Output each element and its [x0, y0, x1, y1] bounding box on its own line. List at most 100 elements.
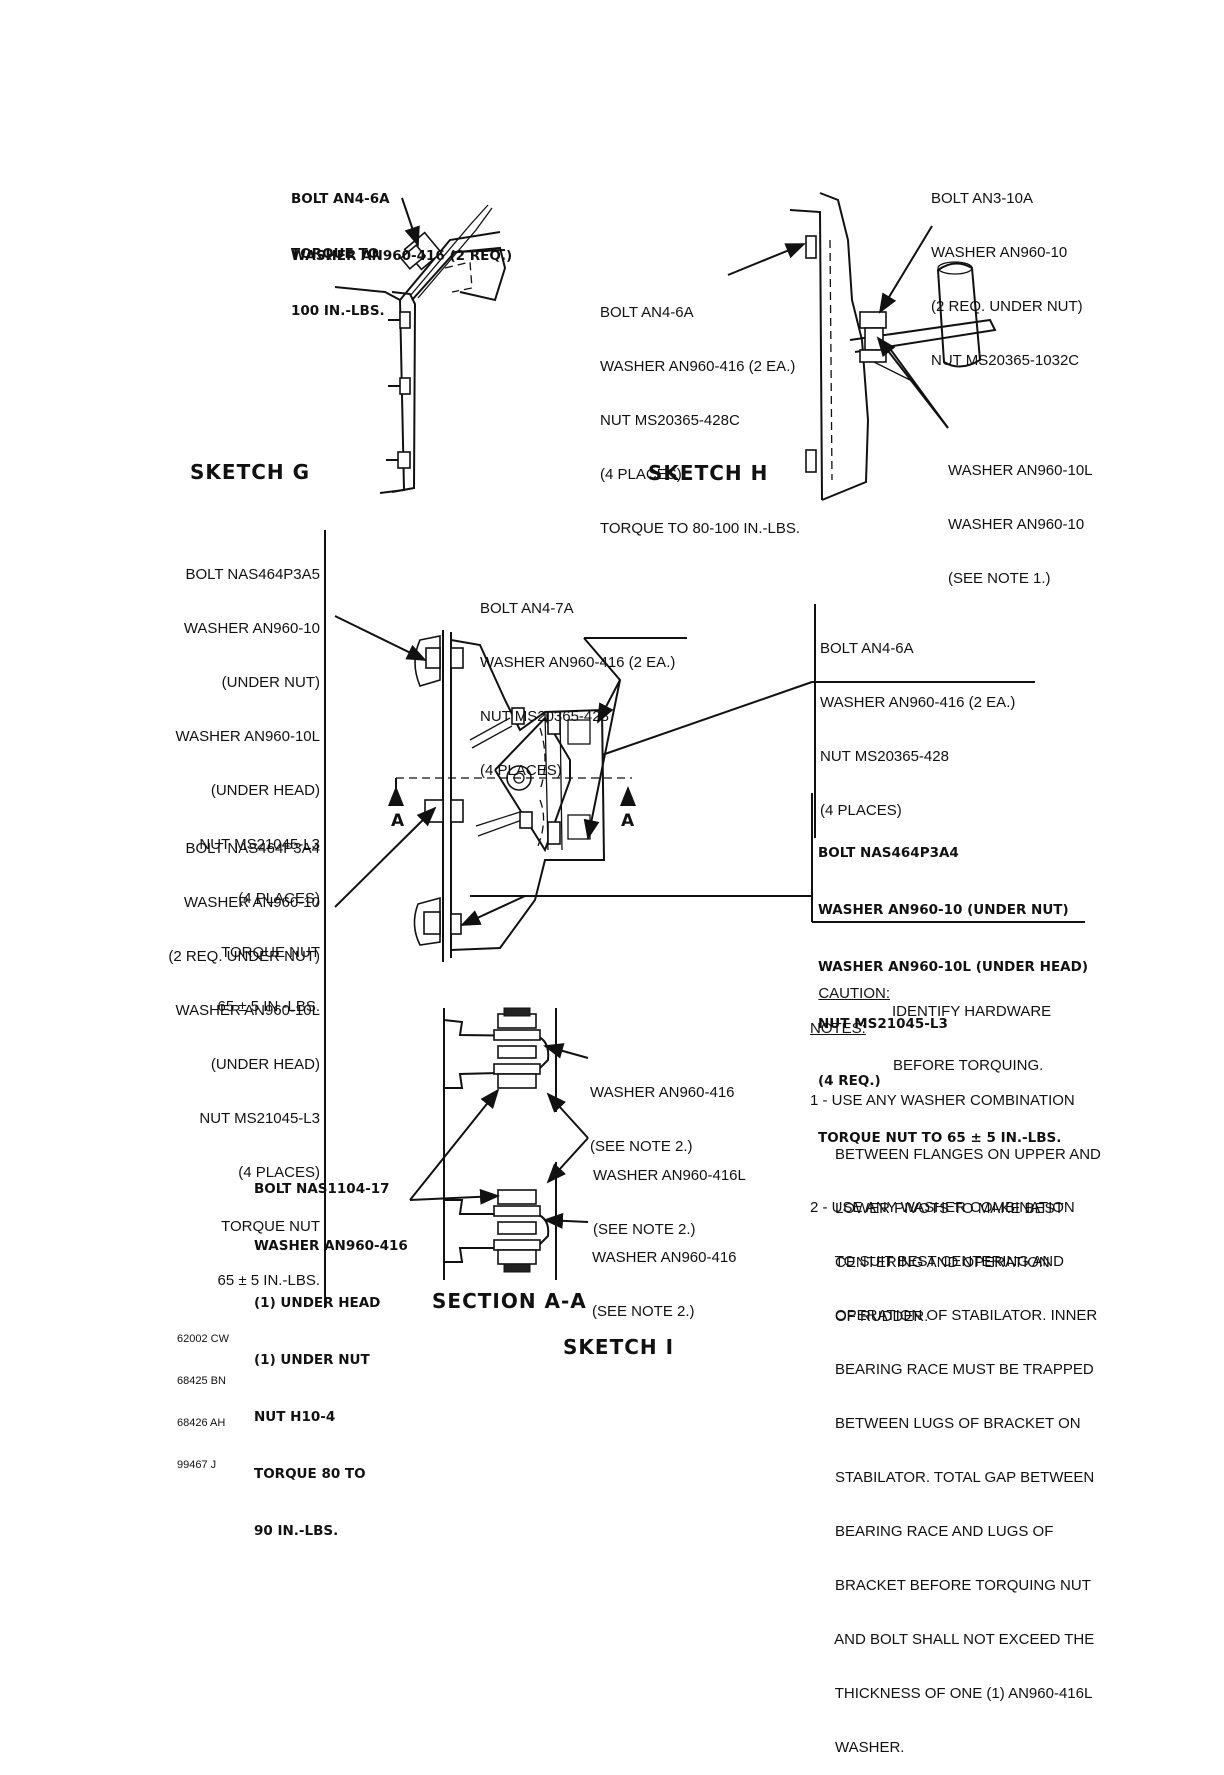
code-line: 62002 CW	[177, 1333, 229, 1345]
callout-line: NUT MS20365-428	[820, 748, 949, 765]
sketch-g-bolt-callout: BOLT AN4-6A WASHER AN960-416 (2 REQ.)	[291, 152, 512, 285]
note-line: LOWER PIVOTS TO MAKE BEST	[810, 1200, 1064, 1217]
callout-line: 65 ± 5 IN.-LBS.	[217, 998, 320, 1015]
callout-line: (UNDER HEAD)	[210, 1056, 320, 1073]
callout-line: WASHER AN960-10	[183, 620, 320, 637]
sketch-g-drawing	[334, 197, 507, 494]
callout-line: (4 PLACES)	[480, 762, 562, 779]
sketch-g-torque-callout: TORQUE TO 100 IN.-LBS.	[291, 207, 385, 340]
sketch-i-right-top-callout: BOLT AN4-6A WASHER AN960-416 (2 EA.) NUT…	[814, 604, 1015, 838]
caution-line-wrap: BEFORE TORQUING.	[892, 1057, 1051, 1075]
section-aa-bolt-callout: BOLT NAS1104-17 WASHER AN960-416 (1) UND…	[254, 1142, 408, 1560]
callout-line: (4 PLACES)	[238, 1164, 320, 1181]
sketch-h-title: SKETCH H	[648, 461, 769, 485]
section-aa-washer-1-callout: WASHER AN960-416 (SEE NOTE 2.)	[590, 1048, 735, 1174]
caution-label: CAUTION:	[810, 967, 890, 1003]
callout-line: 90 IN.-LBS.	[254, 1523, 339, 1539]
callout-line: (4 PLACES)	[820, 802, 902, 819]
sketch-i-center-callout: BOLT AN4-7A WASHER AN960-416 (2 EA.) NUT…	[480, 564, 675, 798]
callout-line: WASHER AN960-416 (2 EA.)	[480, 654, 676, 671]
callout-line: BOLT AN3-10A	[931, 190, 1033, 207]
note-1: 1 - USE ANY WASHER COMBINATION BETWEEN F…	[810, 1056, 1101, 1344]
callout-line: (SEE NOTE 2.)	[592, 1303, 695, 1320]
note-line: THICKNESS OF ONE (1) AN960-416L	[810, 1685, 1093, 1702]
section-marker-left: A	[391, 811, 405, 831]
callout-line: (4 REQ.)	[818, 1073, 881, 1089]
callout-line: (SEE NOTE 2.)	[593, 1221, 696, 1238]
callout-line: BOLT NAS464P3A5	[185, 566, 320, 583]
callout-line: NUT MS21045-L3	[199, 1110, 320, 1127]
callout-line: WASHER AN960-10	[183, 894, 320, 911]
section-aa-washer-3-callout: WASHER AN960-416 (SEE NOTE 2.)	[592, 1213, 737, 1339]
sketch-h-top-callout: BOLT AN3-10A WASHER AN960-10 (2 REQ. UND…	[931, 154, 1083, 388]
sketch-h-bottom-callout: WASHER AN960-10L WASHER AN960-10 (SEE NO…	[948, 426, 1093, 606]
callout-line: WASHER AN960-10L	[948, 462, 1093, 479]
callout-line: 65 ± 5 IN.-LBS.	[217, 1272, 320, 1289]
caution-text: IDENTIFY HARDWARE BEFORE TORQUING.	[892, 967, 1051, 1093]
callout-line: WASHER AN960-416	[592, 1249, 737, 1266]
drawing-codes: 62002 CW 68425 BN 68426 AH 99467 J	[177, 1304, 229, 1486]
callout-line: WASHER AN960-416 (2 REQ.)	[291, 248, 513, 264]
callout-line: WASHER AN960-10	[931, 244, 1068, 261]
callout-line: TORQUE TO 80-100 IN.-LBS.	[600, 520, 801, 537]
note-line: OPERATION OF STABILATOR. INNER	[810, 1307, 1098, 1324]
note-line: 1 - USE ANY WASHER COMBINATION	[810, 1092, 1075, 1109]
note-line: AND BOLT SHALL NOT EXCEED THE	[810, 1631, 1095, 1648]
callout-line: WASHER AN960-10L (UNDER HEAD)	[818, 959, 1088, 975]
callout-line: WASHER AN960-10L	[175, 728, 320, 745]
section-marker-right: A	[621, 811, 635, 831]
callout-line: (1) UNDER HEAD	[254, 1295, 381, 1311]
callout-line: (UNDER NUT)	[221, 674, 320, 691]
callout-line: WASHER AN960-10	[948, 516, 1085, 533]
note-line: BEARING RACE AND LUGS OF	[810, 1523, 1054, 1540]
callout-line: (4 PLACES)	[238, 890, 320, 907]
callout-line: WASHER AN960-10 (UNDER NUT)	[818, 902, 1069, 918]
caution-line: BEFORE TORQUING.	[893, 1057, 1044, 1074]
sketch-i-title: SKETCH I	[563, 1335, 675, 1359]
callout-line: 100 IN.-LBS.	[291, 303, 385, 319]
callout-line: BOLT NAS1104-17	[254, 1181, 390, 1197]
callout-line: WASHER AN960-416	[254, 1238, 408, 1254]
note-line: OF RUDDER.	[810, 1308, 929, 1325]
callout-line: NUT MS20365-428	[480, 708, 609, 725]
hardware-installation-drawing	[334, 192, 1085, 1280]
code-line: 68426 AH	[177, 1417, 226, 1429]
section-aa-title: SECTION A-A	[432, 1289, 587, 1313]
callout-line: TORQUE 80 TO	[254, 1466, 366, 1482]
sketch-i-lower-left-callout: BOLT NAS464P3A4 WASHER AN960-10 (2 REQ. …	[168, 804, 326, 1308]
callout-line: TORQUE NUT TO 65 ± 5 IN.-LBS.	[818, 1130, 1062, 1146]
callout-line: NUT MS21045-L3	[818, 1016, 948, 1032]
callout-line: BOLT NAS464P3A4	[818, 845, 959, 861]
note-line: BRACKET BEFORE TORQUING NUT	[810, 1577, 1091, 1594]
code-line: 68425 BN	[177, 1375, 226, 1387]
callout-line: (SEE NOTE 2.)	[590, 1138, 693, 1155]
note-2: 2 - USE ANY WASHER COMBINATION TO SUIT B…	[810, 1163, 1097, 1775]
callout-line: (2 REQ. UNDER NUT)	[931, 298, 1083, 315]
callout-line: (UNDER HEAD)	[210, 782, 320, 799]
sketch-g-title: SKETCH G	[190, 460, 311, 484]
callout-line: TORQUE NUT	[221, 1218, 320, 1235]
sketch-i-right-mid-callout: BOLT NAS464P3A4 WASHER AN960-10 (UNDER N…	[818, 806, 1088, 1167]
caution-line: IDENTIFY HARDWARE	[892, 1003, 1052, 1020]
callout-line: (SEE NOTE 1.)	[948, 570, 1051, 587]
note-line: 2 - USE ANY WASHER COMBINATION	[810, 1199, 1075, 1216]
section-aa-drawing	[409, 1007, 589, 1280]
section-aa-washer-2-callout: WASHER AN960-416L (SEE NOTE 2.)	[593, 1131, 746, 1257]
sketch-i-drawing	[334, 615, 1085, 962]
callout-line: WASHER AN960-10L	[175, 1002, 320, 1019]
callout-line: BOLT AN4-6A	[820, 640, 914, 657]
note-line: WASHER.	[810, 1739, 905, 1756]
code-line: 99467 J	[177, 1459, 217, 1471]
callout-line: BOLT NAS464P3A4	[185, 840, 320, 857]
callout-line: WASHER AN960-416L	[593, 1167, 746, 1184]
callout-line: BOLT AN4-7A	[480, 600, 574, 617]
callout-line: TORQUE NUT	[221, 944, 320, 961]
callout-line: NUT H10-4	[254, 1409, 336, 1425]
note-line: BETWEEN LUGS OF BRACKET ON	[810, 1415, 1081, 1432]
callout-line: TORQUE TO	[291, 246, 380, 262]
note-line: CENTERING AND OPERATION	[810, 1254, 1050, 1271]
note-line: STABILATOR. TOTAL GAP BETWEEN	[810, 1469, 1095, 1486]
callout-line: (4 PLACES)	[600, 466, 682, 483]
callout-line: BOLT AN4-6A	[600, 304, 694, 321]
callout-line: BOLT AN4-6A	[291, 191, 390, 207]
